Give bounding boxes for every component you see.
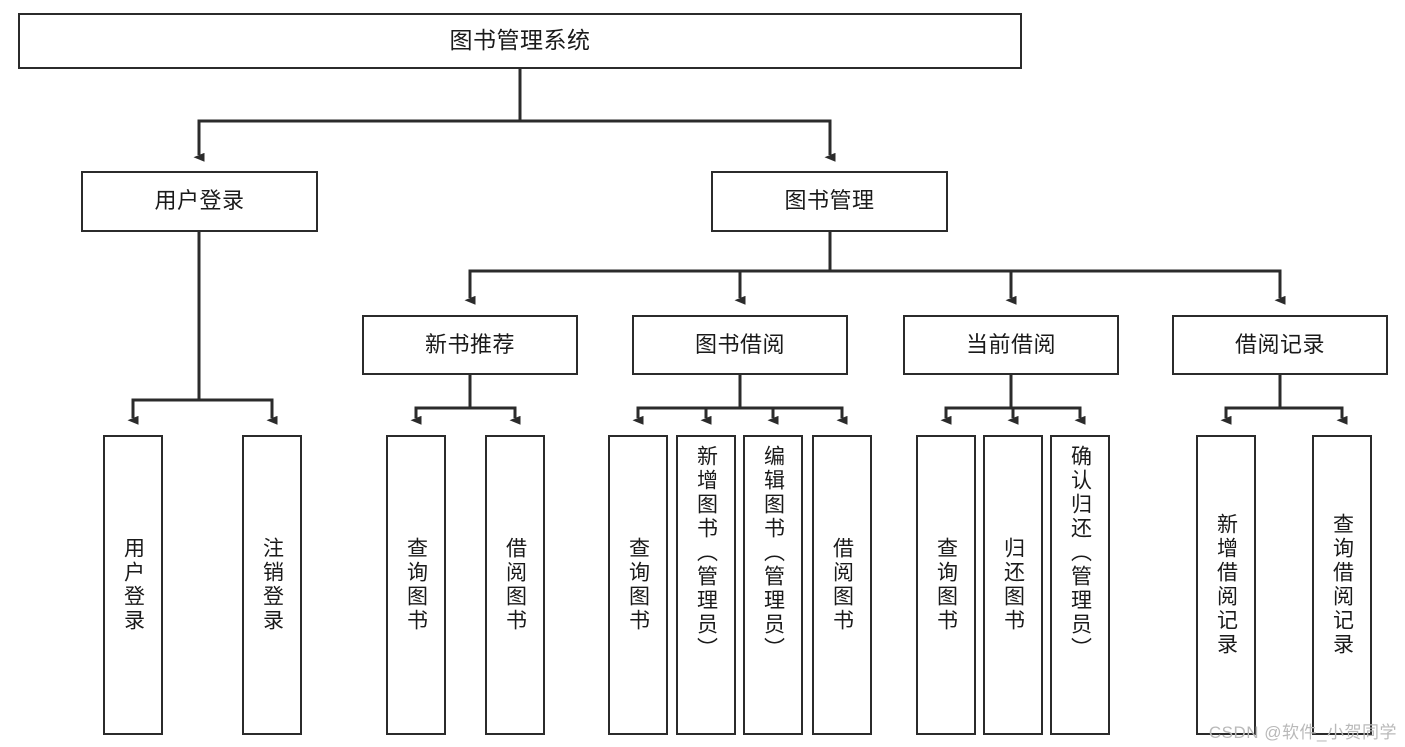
leaf-query-book-recommend[interactable]: 查询图书 <box>386 435 446 735</box>
node-label: 确认归还（管理员） <box>1068 445 1092 661</box>
leaf-edit-book-admin[interactable]: 编辑图书（管理员） <box>743 435 803 735</box>
edge-book-manage-to-borrow-record <box>830 269 1286 305</box>
node-label: 新增借阅记录 <box>1214 513 1238 657</box>
edge-book-borrow-to-query-book <box>632 375 742 425</box>
edge-book-borrow-to-edit-book <box>740 406 779 425</box>
node-label: 借阅记录 <box>1234 331 1325 357</box>
node-current-borrow[interactable]: 当前借阅 <box>903 315 1119 375</box>
edge-book-manage-to-current-borrow <box>830 269 1017 305</box>
edge-current-borrow-to-return-book <box>1007 406 1019 425</box>
leaf-borrow-book-recommend[interactable]: 借阅图书 <box>485 435 545 735</box>
node-label: 新书推荐 <box>424 331 515 357</box>
node-book-borrow[interactable]: 图书借阅 <box>632 315 848 375</box>
node-label: 当前借阅 <box>965 331 1056 357</box>
leaf-user-login[interactable]: 用户登录 <box>103 435 163 735</box>
csdn-watermark: CSDN @软件_小贺同学 <box>1208 723 1397 742</box>
node-label: 图书管理系统 <box>449 27 591 54</box>
leaf-add-borrow-record[interactable]: 新增借阅记录 <box>1196 435 1256 735</box>
node-label: 查询借阅记录 <box>1330 513 1354 657</box>
node-label: 新增图书（管理员） <box>694 445 718 661</box>
edge-book-borrow-to-add-book <box>700 406 740 425</box>
leaf-add-book-admin[interactable]: 新增图书（管理员） <box>676 435 736 735</box>
node-label: 查询图书 <box>404 537 428 633</box>
node-borrow-record[interactable]: 借阅记录 <box>1172 315 1388 375</box>
edge-book-borrow-to-borrow-book <box>740 406 848 425</box>
node-label: 借阅图书 <box>830 537 854 633</box>
edge-current-borrow-to-query-book <box>940 375 1013 425</box>
node-label: 图书借阅 <box>694 331 785 357</box>
edge-borrow-record-to-query-record <box>1280 406 1348 425</box>
leaf-borrow-book-borrow[interactable]: 借阅图书 <box>812 435 872 735</box>
node-book-management[interactable]: 图书管理 <box>711 171 948 232</box>
edge-user-login-to-logout-leaf <box>199 398 278 425</box>
node-label: 用户登录 <box>121 537 145 633</box>
edge-user-login-to-user-login-leaf <box>127 232 201 425</box>
edge-new-book-rec-to-query-book <box>410 375 472 425</box>
node-label: 编辑图书（管理员） <box>761 445 785 661</box>
edge-borrow-record-to-add-record <box>1220 375 1282 425</box>
node-root-system[interactable]: 图书管理系统 <box>18 13 1022 69</box>
leaf-query-book-borrow[interactable]: 查询图书 <box>608 435 668 735</box>
node-label: 借阅图书 <box>503 537 527 633</box>
edge-book-manage-to-book-borrow <box>734 269 830 305</box>
leaf-confirm-return-admin[interactable]: 确认归还（管理员） <box>1050 435 1110 735</box>
node-label: 用户登录 <box>154 188 245 214</box>
node-label: 图书管理 <box>784 188 875 214</box>
edge-root-to-book-manage <box>520 119 836 162</box>
edge-book-manage-to-new-book-rec <box>464 232 832 305</box>
node-label: 归还图书 <box>1001 537 1025 633</box>
leaf-query-book-current[interactable]: 查询图书 <box>916 435 976 735</box>
leaf-return-book[interactable]: 归还图书 <box>983 435 1043 735</box>
node-user-login[interactable]: 用户登录 <box>81 171 318 232</box>
leaf-logout[interactable]: 注销登录 <box>242 435 302 735</box>
node-label: 查询图书 <box>934 537 958 633</box>
edge-new-book-rec-to-borrow-book <box>470 406 521 425</box>
edge-current-borrow-to-confirm-return <box>1011 406 1086 425</box>
node-label: 注销登录 <box>260 537 284 633</box>
node-new-book-recommend[interactable]: 新书推荐 <box>362 315 578 375</box>
leaf-query-borrow-record[interactable]: 查询借阅记录 <box>1312 435 1372 735</box>
node-label: 查询图书 <box>626 537 650 633</box>
edge-root-to-user-login <box>193 69 522 162</box>
